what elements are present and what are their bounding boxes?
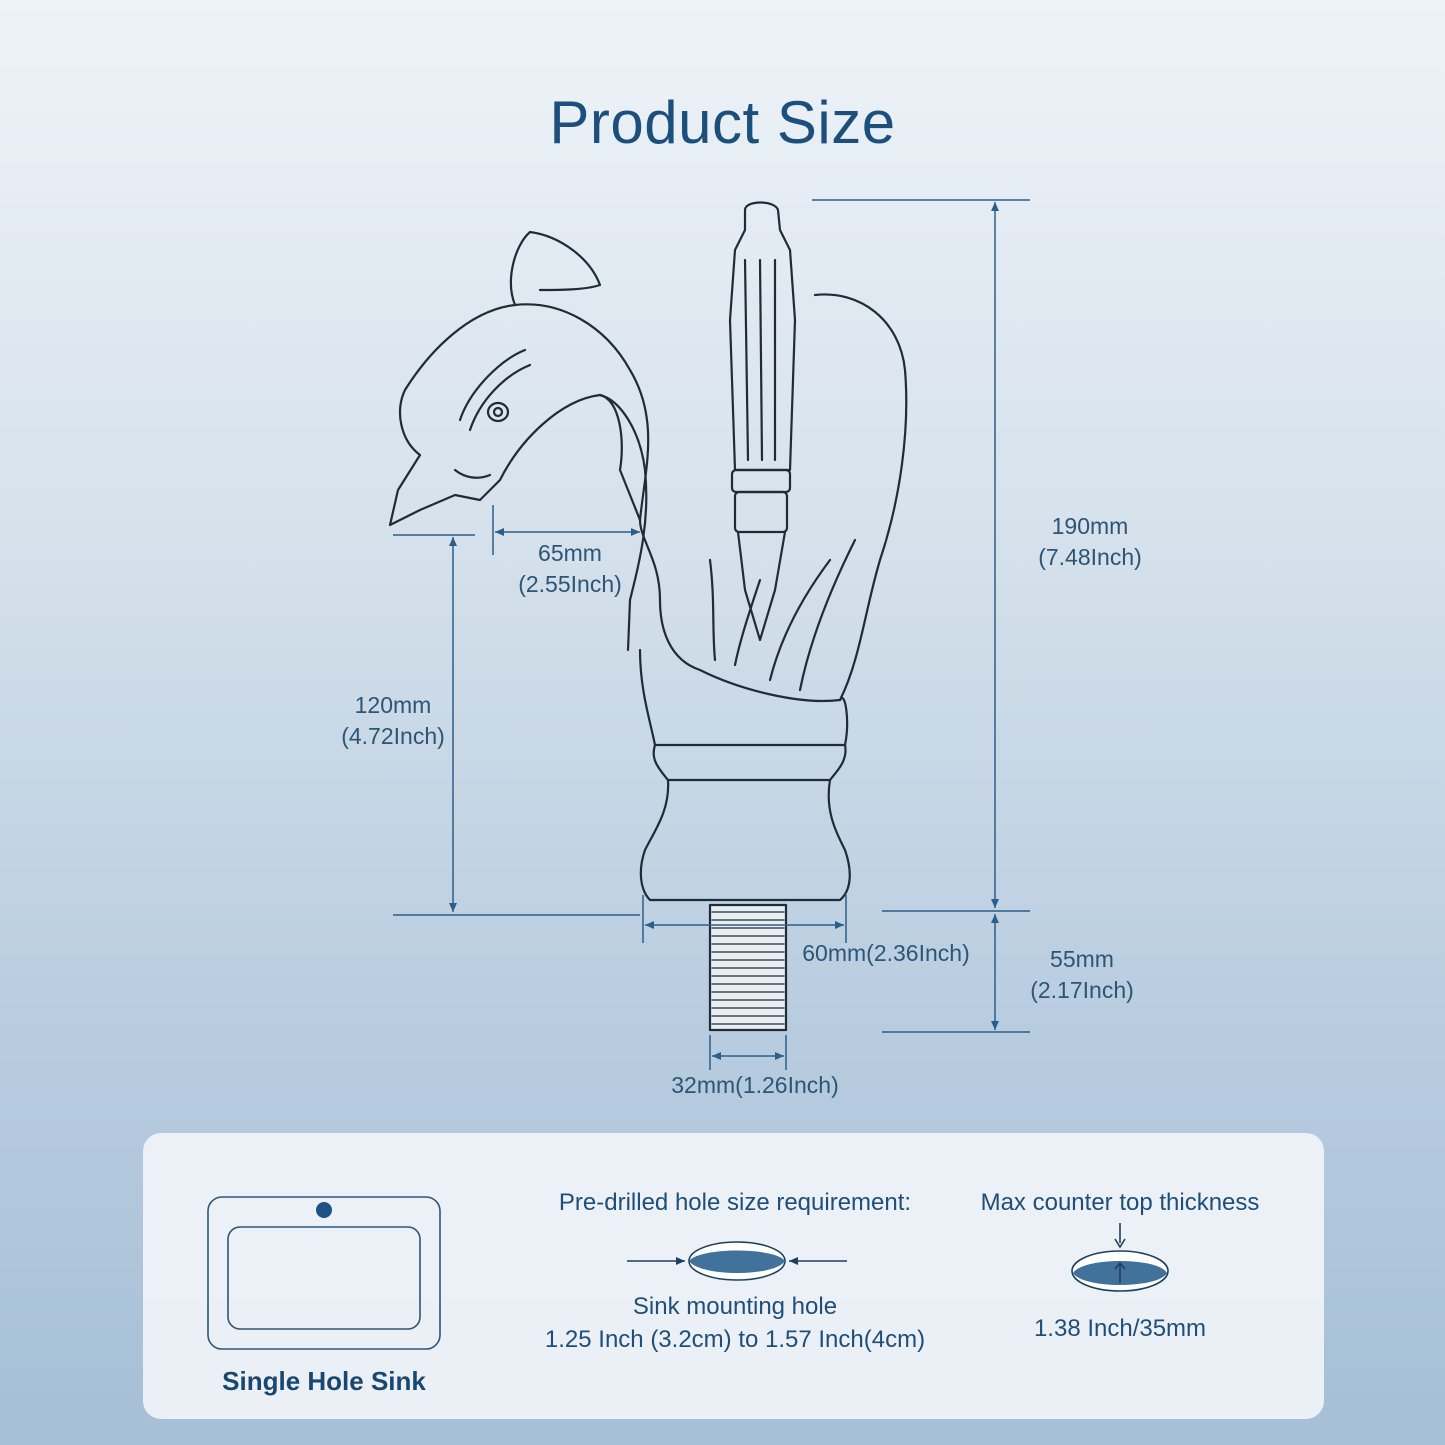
shank-length-label: 55mm (2.17Inch) bbox=[1012, 944, 1152, 1006]
spout-reach-inch: (2.55Inch) bbox=[518, 571, 622, 597]
countertop-thickness-icon bbox=[1071, 1223, 1169, 1292]
single-hole-sink-icon bbox=[207, 1196, 441, 1350]
hole-size-range: 1.25 Inch (3.2cm) to 1.57 Inch(4cm) bbox=[544, 1326, 926, 1353]
shank-length-mm: 55mm bbox=[1050, 946, 1114, 972]
hole-caption: Sink mounting hole bbox=[632, 1293, 838, 1320]
spout-height-label: 120mm (4.72Inch) bbox=[323, 690, 463, 752]
faucet-outline-drawing bbox=[388, 201, 908, 1032]
sink-type-label: Single Hole Sink bbox=[222, 1366, 426, 1396]
total-height-mm: 190mm bbox=[1051, 513, 1129, 539]
spout-height-inch: (4.72Inch) bbox=[341, 723, 445, 749]
thickness-value: 1.38 Inch/35mm bbox=[1033, 1315, 1207, 1342]
shank-diameter-label: 32mm(1.26Inch) bbox=[671, 1072, 839, 1098]
total-height-inch: (7.48Inch) bbox=[1038, 544, 1142, 570]
thickness-heading: Max counter top thickness bbox=[980, 1189, 1260, 1216]
installation-info-panel: Single Hole Sink Pre-drilled hole size r… bbox=[143, 1133, 1324, 1419]
total-height-label: 190mm (7.48Inch) bbox=[1020, 511, 1160, 573]
spout-height-mm: 120mm bbox=[354, 692, 432, 718]
spout-reach-mm: 65mm bbox=[538, 540, 602, 566]
mounting-hole-icon bbox=[627, 1241, 847, 1281]
spout-reach-label: 65mm (2.55Inch) bbox=[500, 538, 640, 600]
hole-heading: Pre-drilled hole size requirement: bbox=[558, 1189, 912, 1216]
faucet-dimension-drawing bbox=[388, 199, 1030, 1070]
page-title: Product Size bbox=[549, 89, 896, 156]
shank-length-inch: (2.17Inch) bbox=[1030, 977, 1134, 1003]
dimension-lines bbox=[393, 199, 1030, 1070]
base-diameter-label: 60mm(2.36Inch) bbox=[802, 940, 970, 966]
